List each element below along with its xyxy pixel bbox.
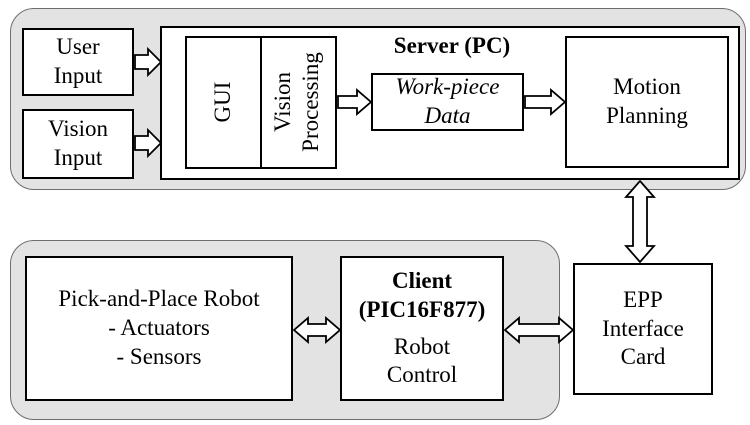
vision-input-label-1: Vision: [48, 116, 108, 142]
motion-planning-box: Motion Planning: [565, 36, 729, 168]
gui-box: [185, 36, 262, 169]
epp-label-3: Card: [620, 344, 666, 370]
motion-planning-label-2: Planning: [606, 103, 688, 128]
workpiece-data-label-1: Work-piece: [395, 74, 500, 100]
arrow-epp-client: [503, 316, 575, 344]
arrow-vision-processing-to-workpiece: [337, 88, 373, 116]
pick-and-place-robot-box: Pick-and-Place Robot - Actuators - Senso…: [25, 256, 293, 401]
epp-label-2: Interface: [602, 315, 684, 341]
epp-interface-card-box: EPP Interface Card: [573, 263, 713, 395]
user-input-label-1: User: [56, 34, 100, 60]
arrow-user-input-to-server: [134, 46, 163, 78]
user-input-label-2: Input: [53, 63, 103, 88]
robot-label-2: - Actuators: [108, 315, 210, 341]
robot-control-label-2: Control: [386, 362, 458, 388]
robot-label-3: - Sensors: [116, 343, 202, 369]
client-title-1: Client: [391, 268, 453, 293]
arrow-motion-planning-epp: [624, 179, 656, 264]
robot-label-1: Pick-and-Place Robot: [58, 286, 260, 312]
vision-input-label-2: Input: [53, 145, 103, 170]
arrow-workpiece-to-motion-planning: [524, 88, 567, 116]
motion-planning-label-1: Motion: [613, 74, 681, 100]
vision-processing-box: [260, 36, 337, 169]
arrow-vision-input-to-server: [134, 127, 163, 159]
epp-label-1: EPP: [623, 286, 663, 312]
user-input-box: User Input: [22, 28, 134, 96]
workpiece-data-label-2: Data: [424, 103, 471, 128]
robot-control-label-1: Robot: [393, 333, 451, 359]
workpiece-data-box: Work-piece Data: [371, 73, 524, 131]
server-title: Server (PC): [393, 33, 511, 58]
vision-input-box: Vision Input: [22, 109, 134, 179]
client-title-2: (PIC16F877): [358, 296, 486, 322]
client-box: Client (PIC16F877) Robot Control: [340, 256, 504, 401]
arrow-client-robot: [292, 316, 342, 344]
